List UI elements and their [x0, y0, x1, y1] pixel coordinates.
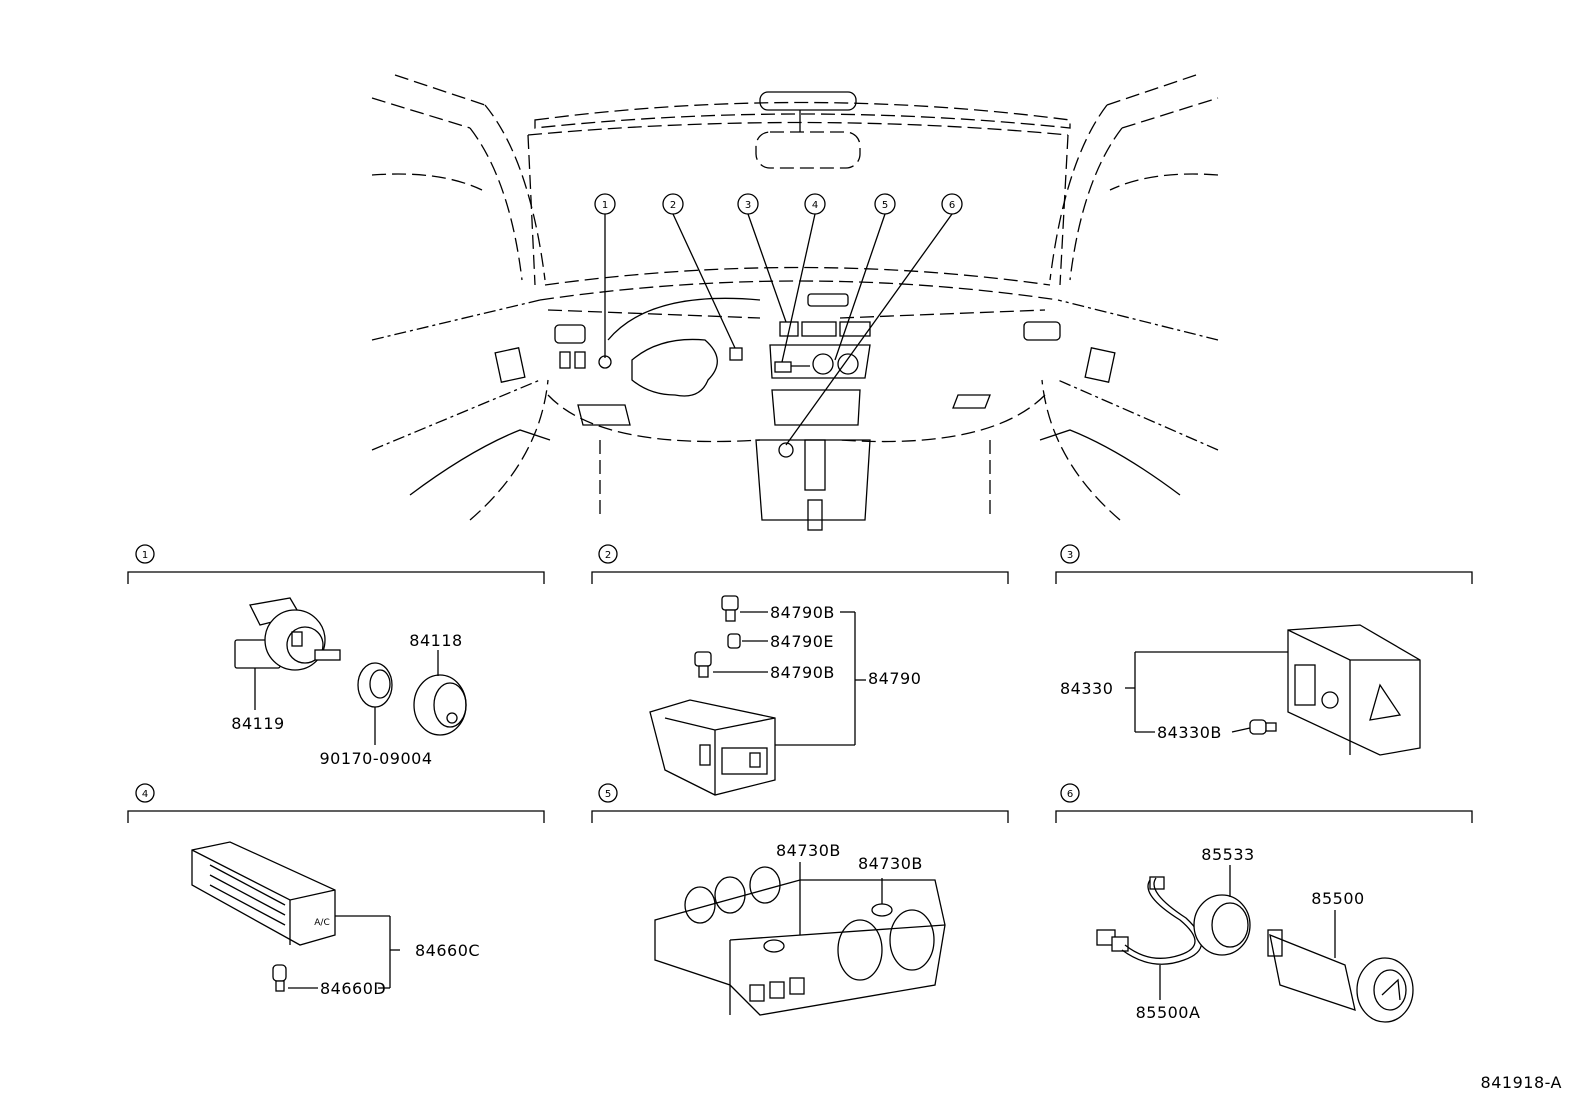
ac-bulb-drawing: [272, 964, 287, 992]
part-84790E-label: 84790E: [770, 632, 834, 651]
section-4: 4 A/C 84660C 84660D: [127, 783, 545, 998]
hazard-switch-drawing: [1287, 624, 1421, 756]
part-84330B-label: 84330B: [1157, 723, 1222, 742]
hazard-bulb-drawing: [1249, 719, 1277, 735]
svg-text:1: 1: [602, 200, 608, 211]
section-3: 3 84330 84330B: [1055, 544, 1473, 756]
cigarette-lighter-drawing: [1267, 929, 1414, 1023]
part-84790B-top-label: 84790B: [770, 603, 835, 622]
svg-text:1: 1: [142, 550, 148, 561]
section-5: 5 84730B 84730B: [591, 783, 1009, 1016]
ac-switch-text: A/C: [314, 918, 329, 928]
section-2-badge: [598, 544, 618, 564]
svg-text:3: 3: [1067, 550, 1073, 561]
bulb-drawings: [694, 595, 741, 678]
part-85500A-label: 85500A: [1136, 1003, 1201, 1022]
part-85533-label: 85533: [1201, 845, 1254, 864]
part-84790-label: 84790: [868, 669, 921, 688]
section-2: 2 84790B 84790E 84790B 84790: [591, 544, 1009, 796]
bushing-drawing: [357, 662, 393, 708]
svg-text:2: 2: [605, 550, 611, 561]
overview-callout-1: 1: [594, 193, 616, 215]
dashboard-overview: [371, 74, 1219, 531]
section-6: 6 85533 85500 85500A: [1055, 783, 1473, 1023]
ac-switch-drawing: A/C: [191, 841, 336, 946]
part-84730B-right-label: 84730B: [858, 854, 923, 873]
overview-callout-6: 6: [941, 193, 963, 215]
part-84790B-bottom-label: 84790B: [770, 663, 835, 682]
part-84660C-label: 84660C: [415, 941, 480, 960]
section-1-badge: [135, 544, 155, 564]
switch-assembly-drawing: [649, 699, 776, 796]
section-1: 1 84118 84119 90170-09004: [127, 544, 545, 768]
dimmer-switch-drawing: [234, 597, 341, 671]
overview-callout-5: 5: [874, 193, 896, 215]
overview-callout-4: 4: [804, 193, 826, 215]
overview-callout-2: 2: [662, 193, 684, 215]
section-5-badge: [598, 783, 618, 803]
svg-text:5: 5: [882, 200, 888, 211]
svg-text:6: 6: [1067, 789, 1073, 800]
svg-text:4: 4: [812, 200, 818, 211]
svg-text:5: 5: [605, 789, 611, 800]
section-3-badge: [1060, 544, 1080, 564]
part-85500-label: 85500: [1311, 889, 1364, 908]
part-84660D-label: 84660D: [320, 979, 386, 998]
svg-text:6: 6: [949, 200, 955, 211]
section-4-badge: [135, 783, 155, 803]
lighter-wire-drawing: [1096, 876, 1203, 965]
diagram-id: 841918-A: [1481, 1073, 1562, 1092]
svg-text:2: 2: [670, 200, 676, 211]
svg-text:4: 4: [142, 789, 148, 800]
callout-leaders: [604, 213, 953, 446]
overview-callout-3: 3: [737, 193, 759, 215]
part-84730B-left-label: 84730B: [776, 841, 841, 860]
part-84118-label: 84118: [409, 631, 462, 650]
section-6-badge: [1060, 783, 1080, 803]
knob-drawing: [413, 674, 467, 736]
svg-text:3: 3: [745, 200, 751, 211]
part-84119-label: 84119: [231, 714, 284, 733]
part-84330-label: 84330: [1060, 679, 1113, 698]
part-90170-09004-label: 90170-09004: [319, 749, 432, 768]
lighter-socket-drawing: [1193, 894, 1251, 956]
